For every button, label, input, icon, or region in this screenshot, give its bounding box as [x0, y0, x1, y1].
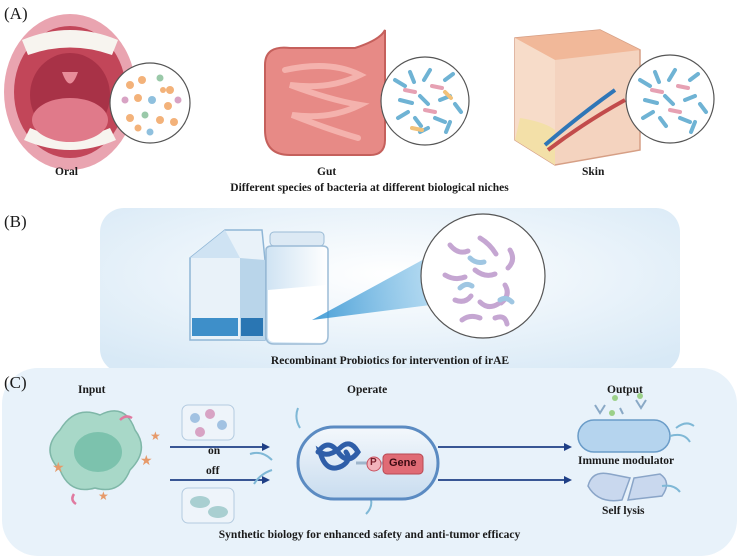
operate-label: Operate: [347, 384, 388, 396]
milk-carton: [189, 229, 266, 341]
panel-b-letter: (B): [4, 212, 27, 231]
skin-bacteria-circle: [625, 54, 715, 144]
input-label: Input: [78, 384, 106, 396]
engineered-bacterium: [249, 407, 440, 515]
panel-a-letter: (A): [4, 4, 28, 23]
off-label: off: [206, 465, 220, 477]
self-lysis-bacterium: [587, 472, 681, 502]
output-arrow-2: [438, 476, 572, 484]
oral-label: Oral: [55, 166, 78, 178]
on-label: on: [208, 445, 221, 457]
svg-text:★: ★: [140, 454, 153, 469]
gut-label: Gut: [317, 166, 337, 178]
probiotic-bacteria-circle: [420, 213, 546, 339]
gene-label: Gene: [389, 457, 417, 469]
oral-illustration: [4, 14, 136, 170]
svg-text:★: ★: [98, 489, 109, 503]
on-arrow: [170, 443, 270, 451]
milk-bottle: [265, 231, 329, 345]
promoter-label: P: [370, 457, 377, 468]
immune-modulator-label: Immune modulator: [578, 455, 675, 467]
gut-illustration: [264, 29, 386, 156]
skin-label: Skin: [582, 166, 605, 178]
self-lysis-label: Self lysis: [602, 505, 645, 517]
panel-b-caption: Recombinant Probiotics for intervention …: [270, 355, 510, 367]
gut-bacteria-circle: [380, 56, 470, 146]
signal-cells-on: [181, 404, 235, 441]
svg-text:★: ★: [52, 461, 65, 476]
svg-text:★: ★: [150, 429, 161, 443]
output-arrow-1: [438, 443, 572, 451]
off-arrow: [170, 476, 270, 484]
panel-a-caption: Different species of bacteria at differe…: [230, 182, 509, 194]
signal-cells-off: [181, 487, 235, 524]
immune-modulator-bacterium: [577, 393, 695, 453]
tumor-cell: ★ ★ ★ ★: [49, 410, 161, 506]
skin-illustration: [514, 29, 641, 166]
panel-c-caption: Synthetic biology for enhanced safety an…: [218, 529, 521, 541]
oral-bacteria-circle: [109, 62, 191, 144]
panel-c-letter: (C): [4, 373, 27, 392]
output-label: Output: [607, 384, 643, 396]
